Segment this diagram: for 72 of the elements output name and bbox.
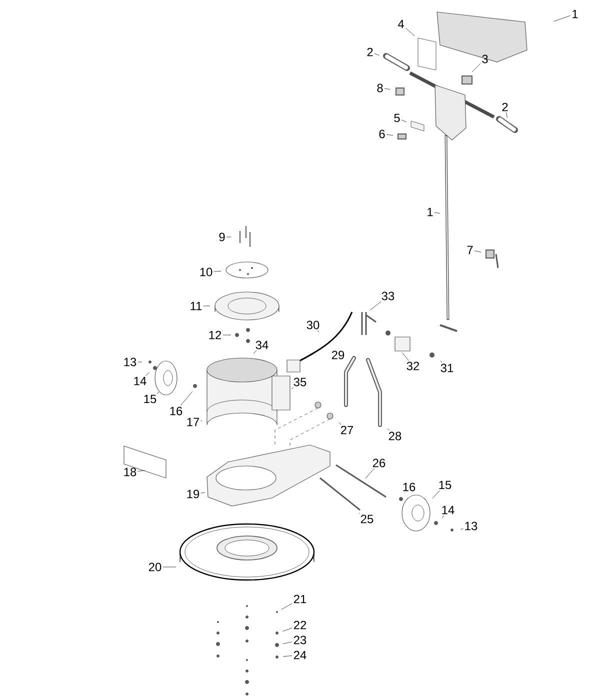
callout-number: 2 [367,48,373,56]
leader-line [282,642,292,644]
callout-number: 20 [148,562,162,572]
callout-number: 34 [256,340,268,350]
callout-number: 18 [124,468,136,476]
callout-number: 30 [306,320,320,330]
callout-number: 6 [379,130,385,138]
callout-number: 19 [187,490,200,498]
leader-line [281,603,292,610]
leader-line [365,468,374,479]
leader-line [374,53,380,56]
leader-line [386,134,394,136]
callout-number: 13 [465,522,478,530]
leader-line [402,352,409,361]
leader-line [440,360,442,363]
leader-line [338,422,342,425]
callout-number: 17 [187,418,200,426]
callout-number: 25 [360,514,374,524]
callout-number: 16 [170,406,182,416]
callout-number: 14 [134,376,146,386]
callout-number: 4 [398,20,404,28]
leader-line [282,628,292,632]
callout-number: 1 [572,10,578,18]
leader-line [506,112,508,118]
callout-number: 8 [377,84,383,92]
leader-line [214,270,222,272]
leader-line [474,250,482,252]
callout-number: 1 [428,208,433,216]
leader-line [138,470,146,472]
callout-number: 23 [294,636,306,644]
leader-line [180,391,193,406]
callout-number: 22 [294,620,306,630]
callout-number: 2 [502,102,508,112]
callout-number: 32 [406,362,420,370]
callout-number: 10 [200,268,212,276]
leader-line [384,88,390,90]
callout-number: 9 [219,232,225,242]
callout-number: 33 [382,292,394,300]
callout-number: 21 [294,594,306,604]
leader-line [222,334,232,336]
leader-line [553,15,571,22]
leader-line [472,63,481,72]
leader-line [401,120,407,122]
callout-number: 26 [372,458,386,468]
callout-number: 14 [442,506,454,514]
callout-number: 35 [294,378,306,386]
leader-line [200,492,206,494]
leader-line [156,392,160,394]
callout-number: 12 [209,330,222,340]
callout-number: 28 [388,432,402,440]
callout-number: 27 [340,426,354,434]
leader-line [162,566,176,568]
callout-number: 15 [144,394,156,404]
callout-number: 11 [190,302,202,310]
leader-line [145,372,150,376]
callout-number: 13 [124,358,136,366]
callout-number: 24 [294,650,306,660]
callout-number: 16 [403,482,416,492]
callout-number: 29 [332,350,344,360]
callout-number: 15 [439,480,452,490]
callout-number: 5 [394,114,400,122]
leader-line [370,301,382,310]
callout-number: 7 [467,246,473,254]
callout-number: 31 [440,364,454,372]
leader-line [442,515,444,518]
leader-line [434,212,440,214]
leader-line [405,28,415,36]
leader-line [282,655,292,657]
leader-line [460,528,464,530]
leader-line [432,490,440,499]
leader-line [292,387,294,390]
leader-line [226,236,232,238]
